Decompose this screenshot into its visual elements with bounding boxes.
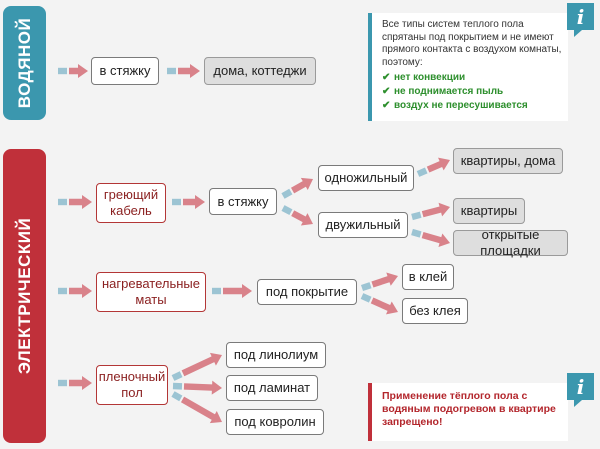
connector-arrow — [411, 202, 450, 221]
apt-houses-box: квартиры, дома — [453, 148, 563, 174]
connector-arrow — [360, 293, 398, 315]
connector-arrow — [411, 228, 450, 247]
cable-screed-box: в стяжку — [209, 188, 277, 215]
connector-arrow — [172, 380, 222, 395]
linoleum-box: под линолиум — [226, 342, 326, 368]
connector-arrow — [58, 64, 88, 78]
check-icon: ✔ — [382, 86, 391, 97]
under-cover-box: под покрытие — [257, 279, 357, 305]
connector-arrow — [212, 284, 252, 298]
connector-arrow — [58, 195, 92, 209]
carpet-box: под ковролин — [226, 409, 324, 435]
list-item: ✔воздух не пересушивается — [382, 100, 528, 111]
connector-arrow — [416, 157, 450, 177]
water-label: ВОДЯНОЙ — [14, 17, 34, 109]
open-areas-box: открытые площадки — [453, 227, 568, 258]
info-water-list: ✔нет конвекции ✔не поднимается пыль ✔воз… — [382, 72, 562, 111]
info-box-water: Все типы систем теплого пола спрятаны по… — [368, 13, 568, 121]
check-icon: ✔ — [382, 72, 391, 83]
single-core-box: одножильный — [318, 165, 414, 191]
connector-arrow — [360, 272, 398, 292]
electric-label: ЭЛЕКТРИЧЕСКИЙ — [14, 217, 34, 375]
apts-box: квартиры — [453, 198, 525, 224]
no-glue-box: без клея — [402, 298, 468, 324]
connector-arrow — [171, 391, 222, 424]
electric-band: ЭЛЕКТРИЧЕСКИЙ — [3, 149, 46, 443]
cable-box: греющий кабель — [96, 183, 166, 223]
film-box: пленочный пол — [96, 365, 168, 405]
connector-arrow — [167, 64, 200, 78]
water-result-box: дома, коттеджи — [204, 57, 316, 85]
water-band: ВОДЯНОЙ — [3, 6, 46, 120]
check-icon: ✔ — [382, 100, 391, 111]
list-item: ✔не поднимается пыль — [382, 86, 504, 97]
connector-arrow — [58, 284, 92, 298]
info-box-warning: Применение тёплого пола с водяным подогр… — [368, 383, 568, 441]
info-icon: i — [567, 3, 594, 37]
list-item: ✔нет конвекции — [382, 72, 466, 83]
info-icon: i — [567, 373, 594, 407]
connector-arrow — [281, 205, 313, 226]
connector-arrow — [171, 352, 222, 381]
connector-arrow — [172, 195, 205, 209]
laminate-box: под ламинат — [226, 375, 318, 401]
water-screed-box: в стяжку — [91, 57, 159, 85]
info-water-text: Все типы систем теплого пола спрятаны по… — [382, 19, 562, 68]
connector-arrow — [281, 177, 313, 199]
twin-core-box: двужильный — [318, 212, 408, 238]
in-glue-box: в клей — [402, 264, 454, 290]
warning-text: Применение тёплого пола с водяным подогр… — [382, 390, 556, 428]
connector-arrow — [58, 376, 92, 390]
mats-box: нагревательные маты — [96, 272, 206, 312]
